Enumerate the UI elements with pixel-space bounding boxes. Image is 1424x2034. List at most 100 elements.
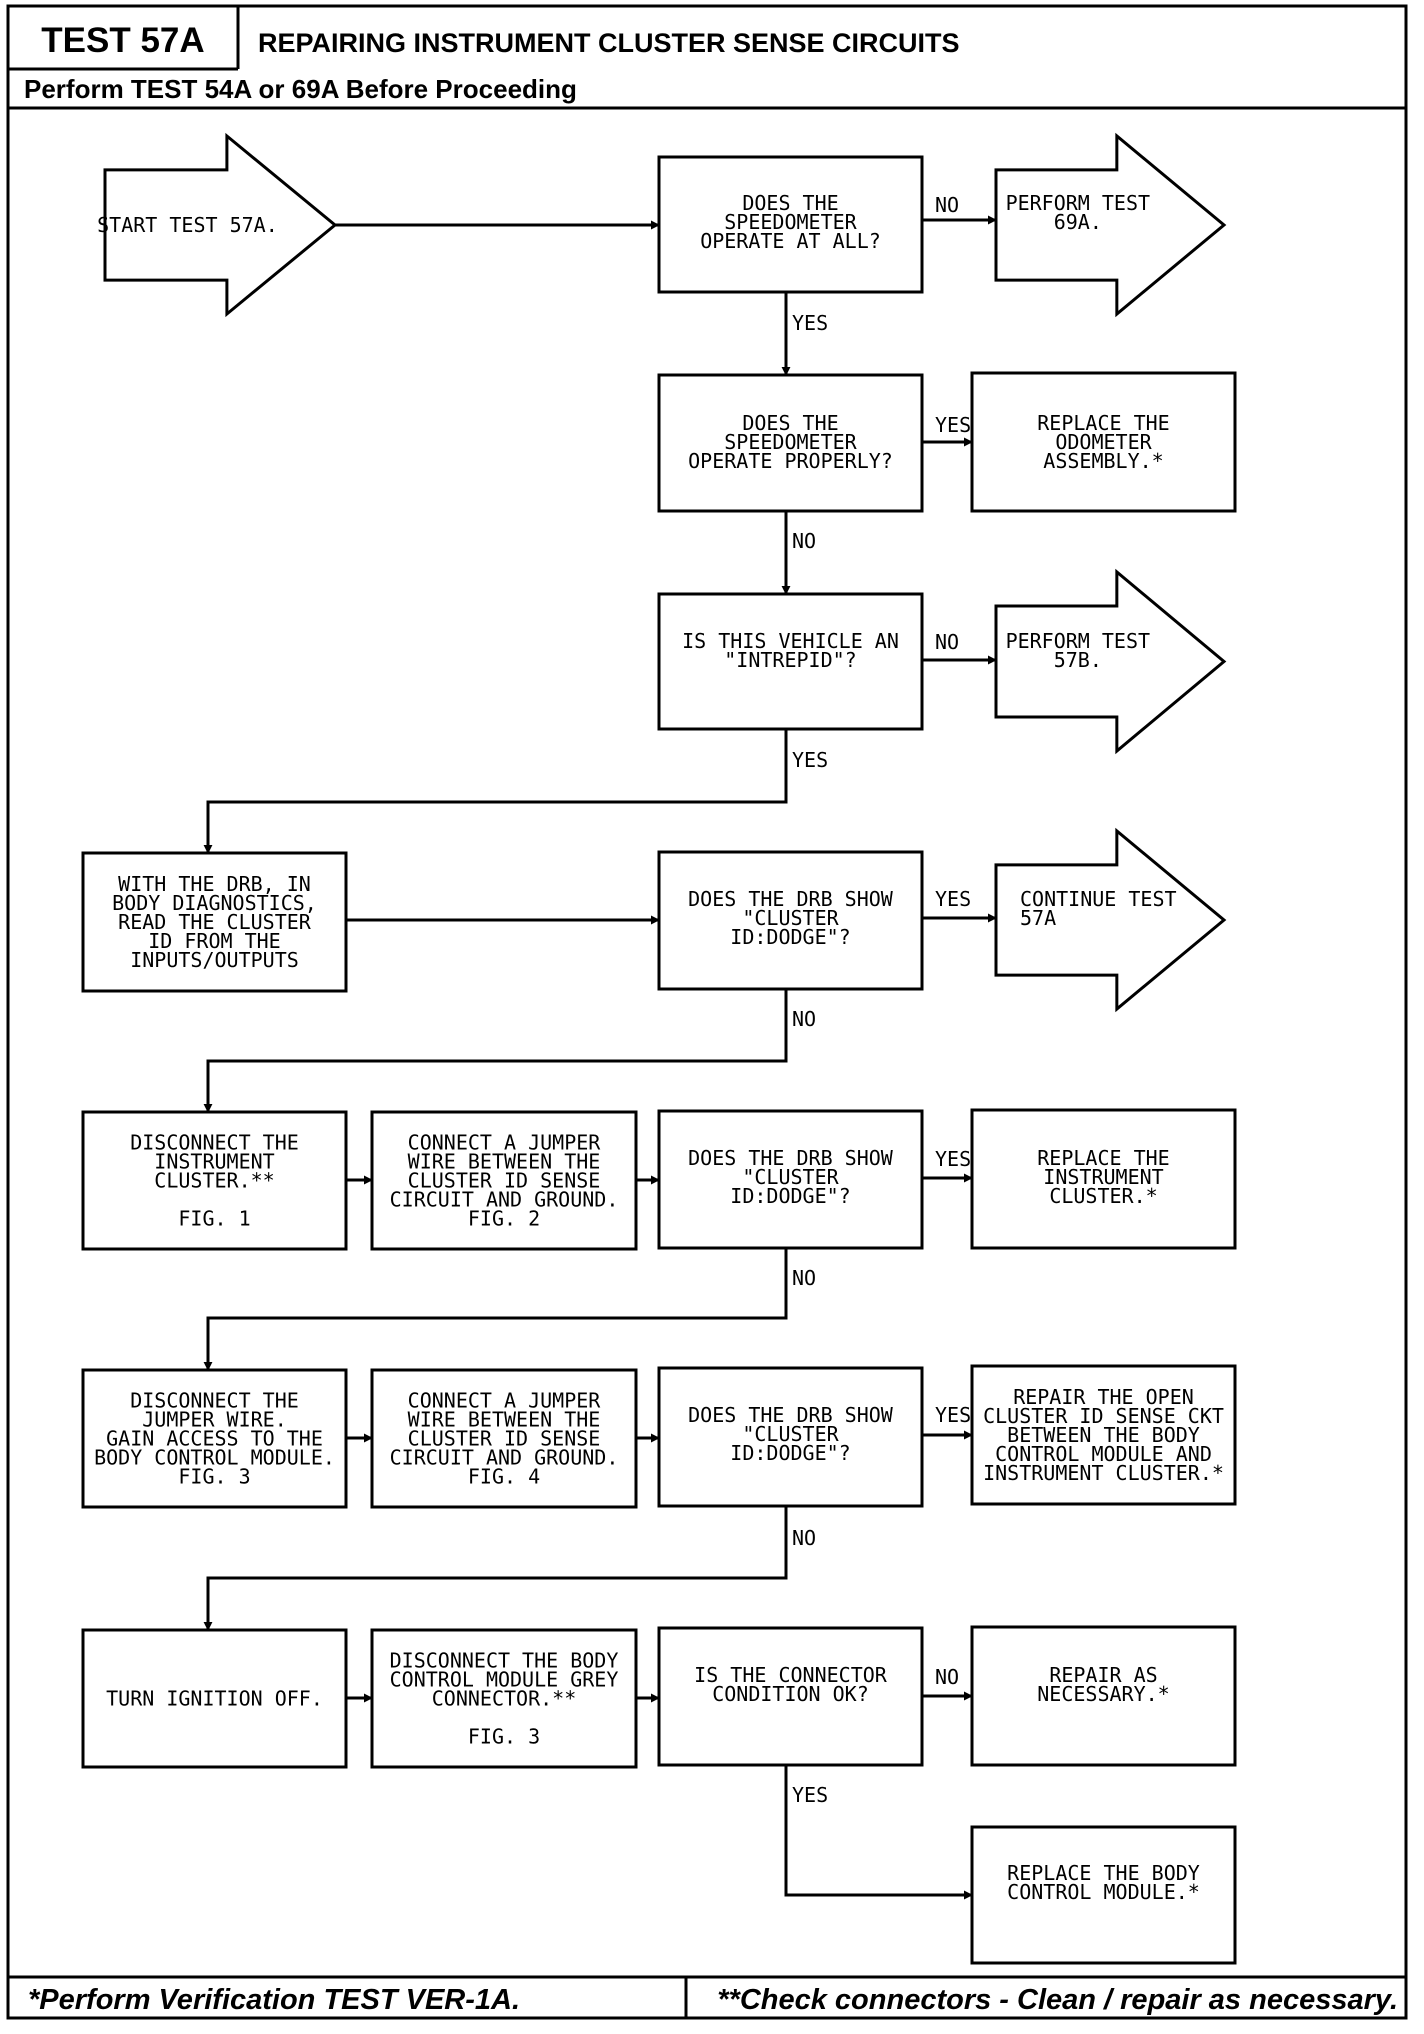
edge-label-no: NO [792, 1526, 816, 1550]
node-text-line: REPLACE THE BODY [1007, 1861, 1200, 1885]
node-text-line: "CLUSTER [742, 906, 839, 930]
node-text-line: OPERATE AT ALL? [700, 229, 881, 253]
edge-label-no: NO [792, 529, 816, 553]
page-border [6, 4, 1408, 2020]
node-text-line: INSTRUMENT [1043, 1165, 1163, 1189]
node-text-line: WIRE BETWEEN THE [408, 1408, 601, 1432]
node-text-line: WITH THE DRB, IN [118, 872, 311, 896]
node-text-line: REPAIR AS [1049, 1663, 1157, 1687]
node-text-line: FIG. 2 [468, 1207, 540, 1231]
node-text-line: ASSEMBLY.* [1043, 449, 1163, 473]
node-text-line: 57A [1020, 906, 1056, 930]
node-text-line: "CLUSTER [742, 1422, 839, 1446]
node-text-line: CONNECT A JUMPER [408, 1389, 602, 1413]
node-text-line: CLUSTER.* [1049, 1184, 1157, 1208]
node-text-line: CLUSTER ID SENSE CKT [983, 1404, 1224, 1428]
node-text-line: DOES THE DRB SHOW [688, 1403, 894, 1427]
node-text-line: INSTRUMENT CLUSTER.* [983, 1461, 1224, 1485]
node-text-line: ID:DODGE"? [730, 1184, 850, 1208]
node-text-line: CONTROL MODULE.* [1007, 1880, 1200, 1904]
edge-label-yes: YES [792, 1783, 828, 1807]
box-shape [970, 371, 1237, 513]
node-text-line: CIRCUIT AND GROUND. [390, 1446, 619, 1470]
footer-left-note: *Perform Verification TEST VER-1A. [28, 1984, 520, 2016]
node-text-line: "CLUSTER [742, 1165, 839, 1189]
edge-label-yes: YES [935, 887, 971, 911]
node-text-line: FIG. 4 [468, 1465, 540, 1489]
connector-q-drb-show-3-to-turn-ignition-off [203, 1506, 788, 1631]
box-shape [657, 850, 924, 991]
page-title: REPAIRING INSTRUMENT CLUSTER SENSE CIRCU… [258, 28, 960, 58]
footer-right-note: **Check connectors - Clean / repair as n… [717, 1984, 1398, 2016]
node-text-line: INPUTS/OUTPUTS [130, 948, 299, 972]
node-text-line: READ THE CLUSTER [118, 910, 312, 934]
box-shape [81, 1628, 348, 1769]
node-text-line: WIRE BETWEEN THE [408, 1150, 601, 1174]
connector-q-connector-ok-to-replace-bcm [784, 1765, 973, 1900]
node-text-line: REPLACE THE [1037, 411, 1169, 435]
test-id: TEST 57A [41, 21, 204, 60]
box-shape [657, 373, 924, 513]
connector-q-drb-show-2-to-disconnect-jumper [203, 1248, 788, 1371]
edge-label-no: NO [792, 1007, 816, 1031]
node-text-line: BETWEEN THE BODY [1007, 1423, 1200, 1447]
node-text-line: ID:DODGE"? [730, 1441, 850, 1465]
node-text-line: START TEST 57A. [97, 213, 278, 237]
prerequisite-note: Perform TEST 54A or 69A Before Proceedin… [24, 74, 577, 104]
box-shape [657, 155, 924, 294]
edge-label-yes: YES [935, 1403, 971, 1427]
node-text-line: CONTROL MODULE GREY [390, 1668, 619, 1692]
node-text-line: DISCONNECT THE [130, 1389, 299, 1413]
arrow-shape [994, 568, 1227, 755]
node-text-line: BODY DIAGNOSTICS, [112, 891, 317, 915]
box-shape [657, 1626, 924, 1767]
node-start: START TEST 57A. [97, 132, 338, 318]
node-text-line: ID FROM THE [148, 929, 280, 953]
node-text-line: DOES THE [742, 191, 838, 215]
box-shape [657, 592, 924, 731]
arrow-shape [994, 132, 1227, 318]
node-text-line: "INTREPID"? [724, 648, 856, 672]
node-text-line: ID:DODGE"? [730, 925, 850, 949]
nodes-layer: START TEST 57A.DOES THESPEEDOMETEROPERAT… [81, 132, 1237, 1965]
node-text-line: DOES THE DRB SHOW [688, 1146, 894, 1170]
node-text-line: DOES THE [742, 411, 838, 435]
box-shape [970, 1825, 1237, 1965]
node-turn-ignition-off: TURN IGNITION OFF. [81, 1628, 348, 1769]
node-text-line: DISCONNECT THE BODY [390, 1649, 619, 1673]
node-text-line: JUMPER WIRE. [142, 1408, 287, 1432]
edge-label-yes: YES [792, 748, 828, 772]
node-text-line: IS THIS VEHICLE AN [682, 629, 899, 653]
node-text-line: OPERATE PROPERLY? [688, 449, 893, 473]
node-text-line: FIG. 1 [178, 1207, 250, 1231]
edge-label-yes: YES [792, 311, 828, 335]
box-shape [370, 1628, 638, 1769]
node-text-line: CONTROL MODULE AND [995, 1442, 1212, 1466]
box-shape [970, 1364, 1237, 1506]
node-text-line: SPEEDOMETER [724, 210, 857, 234]
box-shape [370, 1368, 638, 1509]
node-text-line: 57B. [1054, 648, 1102, 672]
node-text-line: GAIN ACCESS TO THE [106, 1427, 323, 1451]
node-text-line: CONNECT A JUMPER [408, 1131, 602, 1155]
node-text-line: REPLACE THE [1037, 1146, 1169, 1170]
edge-label-no: NO [935, 630, 959, 654]
box-shape [970, 1108, 1237, 1250]
edge-label-yes: YES [935, 1147, 971, 1171]
